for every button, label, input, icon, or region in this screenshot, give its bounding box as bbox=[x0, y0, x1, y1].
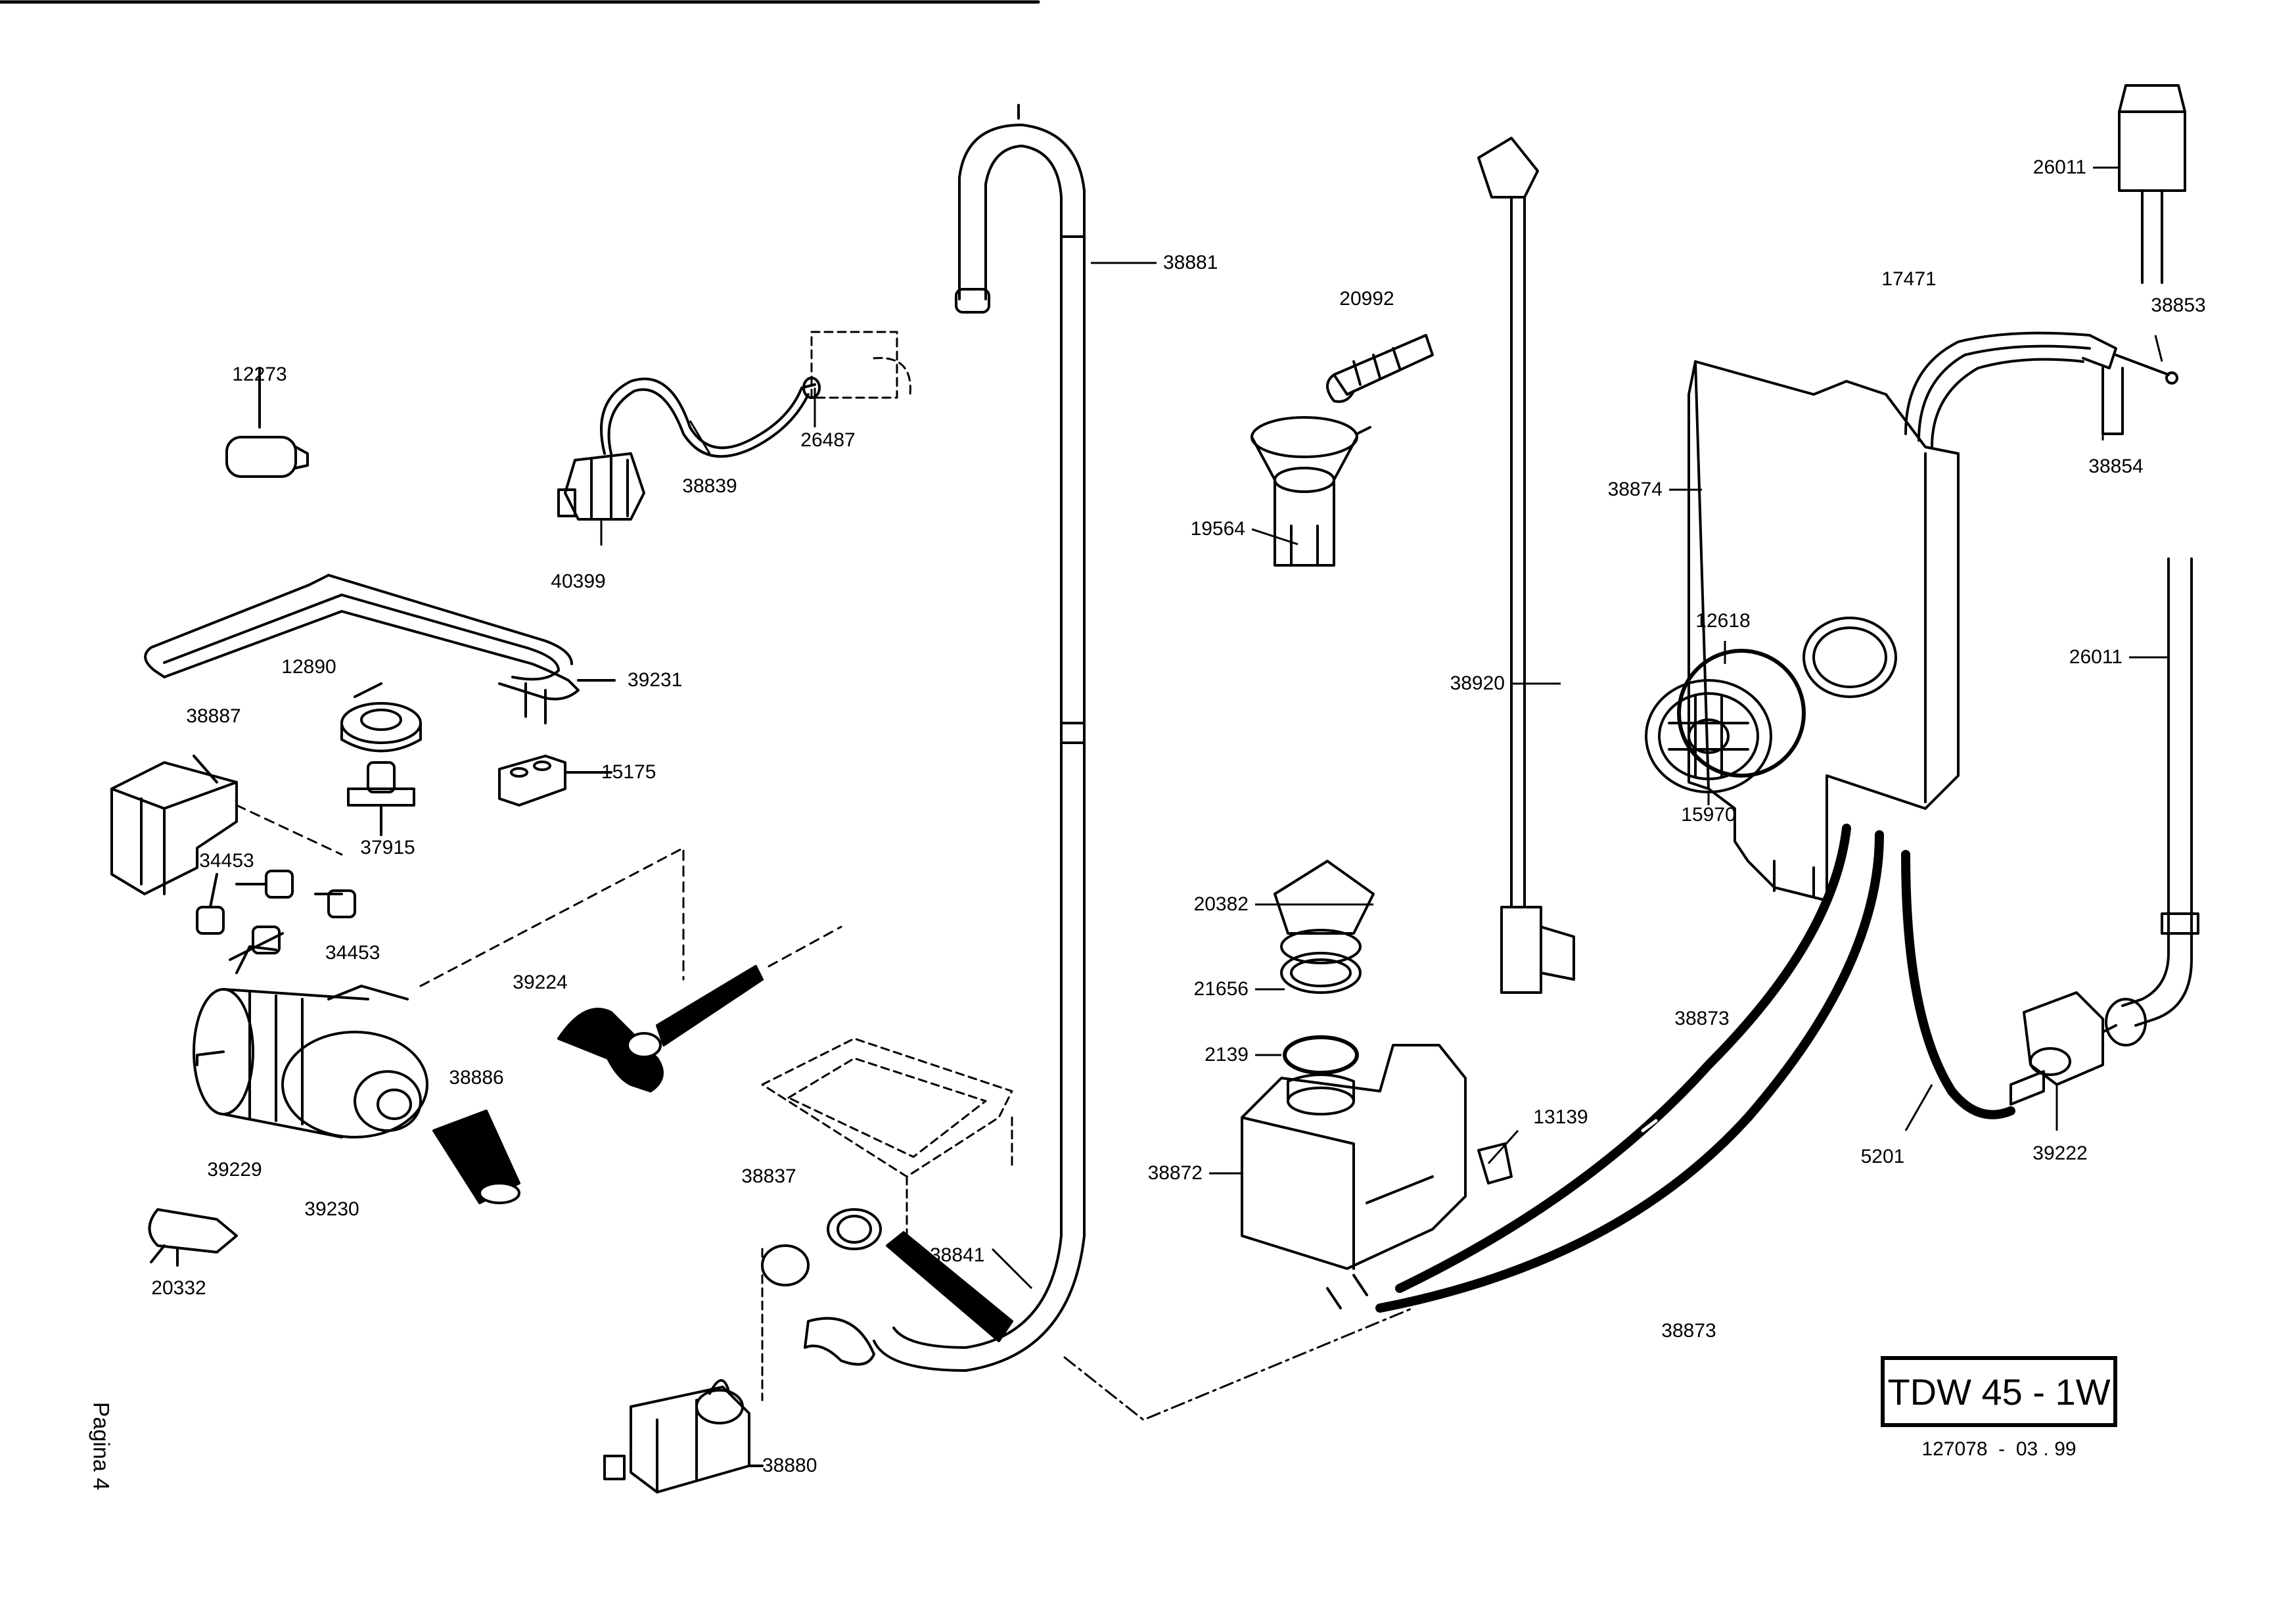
model-title: TDW 45 - 1W bbox=[1887, 1371, 2111, 1413]
part-20992-19564-drawing bbox=[1251, 334, 1434, 567]
label-38881: 38881 bbox=[1163, 252, 1218, 273]
label-20382: 20382 bbox=[1193, 893, 1249, 915]
label-15175: 15175 bbox=[601, 761, 656, 783]
label-26011-right: 26011 bbox=[2069, 646, 2123, 668]
part-40399-38839-26487-drawing bbox=[557, 331, 911, 521]
part-38887-drawing bbox=[110, 755, 343, 895]
label-20332: 20332 bbox=[151, 1277, 206, 1299]
model-title-box: TDW 45 - 1W bbox=[1881, 1356, 2117, 1427]
part-39229-39230-pump-drawing bbox=[193, 847, 685, 1138]
label-39224: 39224 bbox=[513, 972, 568, 993]
label-39229: 39229 bbox=[207, 1159, 262, 1181]
part-38872-drawing bbox=[1241, 1044, 1467, 1309]
label-17471: 17471 bbox=[1881, 268, 1937, 290]
part-38886-drawing bbox=[432, 1110, 520, 1204]
label-39230: 39230 bbox=[304, 1198, 359, 1220]
part-37915-drawing bbox=[347, 761, 415, 836]
label-26011-top: 26011 bbox=[2032, 156, 2086, 178]
part-20382-21656-2139-drawing bbox=[1274, 860, 1375, 1075]
part-39222-drawing bbox=[2009, 991, 2117, 1106]
label-26487: 26487 bbox=[800, 429, 856, 451]
part-17471-drawing bbox=[1904, 331, 2091, 448]
label-2139: 2139 bbox=[1205, 1044, 1249, 1066]
label-12890: 12890 bbox=[281, 656, 336, 678]
label-13139: 13139 bbox=[1533, 1106, 1588, 1128]
part-13139-drawing bbox=[1477, 1142, 1513, 1185]
label-38837: 38837 bbox=[741, 1165, 796, 1187]
label-38853: 38853 bbox=[2151, 294, 2206, 316]
label-20992: 20992 bbox=[1339, 288, 1394, 310]
label-34453-top: 34453 bbox=[199, 850, 254, 872]
label-38874: 38874 bbox=[1607, 479, 1663, 500]
label-12273: 12273 bbox=[232, 364, 287, 385]
label-39222: 39222 bbox=[2032, 1142, 2088, 1164]
part-26011-hose-drawing bbox=[2105, 557, 2199, 1046]
label-38854: 38854 bbox=[2088, 456, 2144, 477]
page-number: Pagina 4 bbox=[88, 1401, 114, 1491]
part-38881-drawing bbox=[873, 104, 1086, 1372]
label-12618: 12618 bbox=[1695, 610, 1751, 632]
label-38886: 38886 bbox=[449, 1067, 504, 1089]
part-38880-drawing bbox=[603, 1379, 764, 1493]
label-38887: 38887 bbox=[186, 705, 241, 727]
label-38841: 38841 bbox=[930, 1244, 985, 1266]
part-38837-38841-sump-drawing bbox=[761, 1037, 1013, 1401]
label-38873-lower: 38873 bbox=[1661, 1320, 1716, 1342]
part-12890-drawing bbox=[340, 682, 422, 753]
part-12618-15970-drawing bbox=[1645, 649, 1806, 793]
part-26011-38853-38854-drawing bbox=[2082, 84, 2186, 435]
part-39224-drawing bbox=[557, 926, 842, 1092]
label-38839: 38839 bbox=[682, 475, 737, 497]
label-40399: 40399 bbox=[551, 571, 606, 592]
part-12273-drawing bbox=[225, 367, 309, 478]
part-39231-drawing bbox=[144, 574, 616, 724]
label-15970: 15970 bbox=[1681, 804, 1736, 826]
part-38873-5201-hoses-drawing bbox=[1375, 824, 2015, 1313]
label-38872: 38872 bbox=[1147, 1162, 1203, 1184]
label-34453-bottom: 34453 bbox=[325, 942, 380, 964]
part-15175-drawing bbox=[498, 755, 612, 807]
part-20332-drawing bbox=[148, 1208, 238, 1267]
label-21656: 21656 bbox=[1193, 978, 1249, 1000]
part-38920-drawing bbox=[1477, 137, 1575, 994]
leader-lines bbox=[578, 166, 2169, 1467]
label-38880: 38880 bbox=[762, 1455, 817, 1476]
part-38874-drawing bbox=[1688, 360, 1960, 902]
label-19564: 19564 bbox=[1190, 518, 1245, 540]
label-38873-upper: 38873 bbox=[1674, 1008, 1730, 1029]
label-38920: 38920 bbox=[1450, 672, 1505, 694]
label-39231: 39231 bbox=[628, 669, 683, 691]
label-37915: 37915 bbox=[360, 837, 415, 858]
label-5201: 5201 bbox=[1860, 1146, 1905, 1167]
document-code: 127078 - 03 . 99 bbox=[1921, 1438, 2077, 1460]
